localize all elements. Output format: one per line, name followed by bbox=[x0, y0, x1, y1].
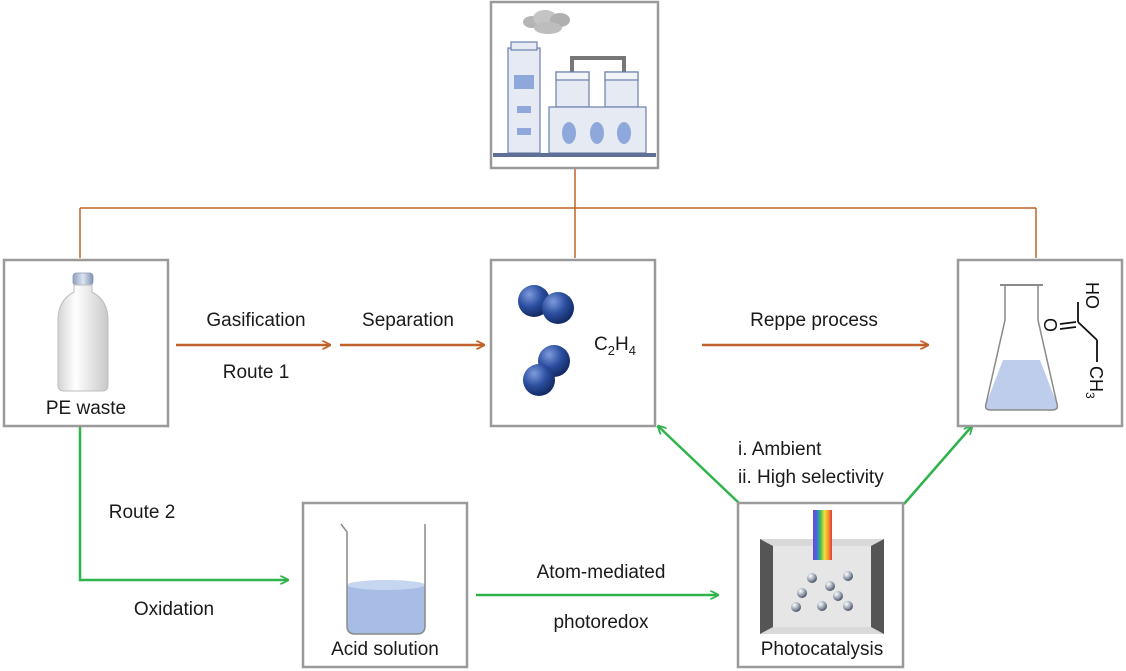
high-selectivity-label: ii. High selectivity bbox=[738, 467, 884, 488]
factory-box bbox=[489, 0, 660, 170]
ethylene-molecule-icon bbox=[518, 285, 574, 396]
gasification-label: Gasification bbox=[206, 310, 305, 331]
photocatalysis-label: Photocatalysis bbox=[761, 639, 884, 660]
acid-solution-box: Acid solution bbox=[301, 501, 469, 669]
photoredox-label: photoredox bbox=[553, 612, 649, 633]
to-acid-arrow bbox=[903, 426, 972, 505]
acetic-acid-box: HO O CH3 bbox=[956, 258, 1124, 428]
route1-label: Route 1 bbox=[223, 362, 290, 383]
oxidation-label: Oxidation bbox=[134, 599, 214, 620]
oxidation-arrow bbox=[78, 427, 288, 580]
methyl-sub: 3 bbox=[1083, 392, 1097, 399]
top-connector bbox=[79, 168, 1037, 258]
ethylene-formula: C2H4 bbox=[594, 334, 636, 358]
formula-h: H bbox=[615, 334, 629, 355]
to-ethylene-arrow bbox=[658, 426, 741, 505]
factory-icon bbox=[493, 10, 656, 157]
pe-waste-box: PE waste bbox=[2, 258, 170, 428]
separation-label: Separation bbox=[362, 310, 454, 331]
methyl-ch: CH bbox=[1086, 366, 1106, 392]
acetic-acid-structure: HO O CH3 bbox=[1040, 282, 1106, 399]
oxygen-label: O bbox=[1040, 318, 1060, 332]
ethylene-box: C2H4 bbox=[489, 258, 657, 428]
beaker-icon bbox=[340, 523, 426, 635]
atom-mediated-label: Atom-mediated bbox=[537, 562, 666, 583]
formula-sub-4: 4 bbox=[629, 343, 636, 358]
acid-solution-label: Acid solution bbox=[331, 639, 439, 660]
pe-waste-label: PE waste bbox=[46, 398, 126, 419]
reppe-label: Reppe process bbox=[750, 310, 878, 331]
formula-c: C bbox=[594, 334, 608, 355]
methyl-label: CH3 bbox=[1083, 366, 1106, 399]
hydroxyl-label: HO bbox=[1082, 282, 1102, 309]
formula-sub-2: 2 bbox=[608, 343, 615, 358]
photoreactor-icon bbox=[760, 510, 884, 634]
ambient-label: i. Ambient bbox=[738, 439, 822, 460]
photocatalysis-box: Photocatalysis bbox=[736, 501, 905, 669]
flask-icon bbox=[984, 284, 1059, 411]
bottle-icon bbox=[57, 272, 109, 392]
route2-label: Route 2 bbox=[109, 502, 176, 523]
